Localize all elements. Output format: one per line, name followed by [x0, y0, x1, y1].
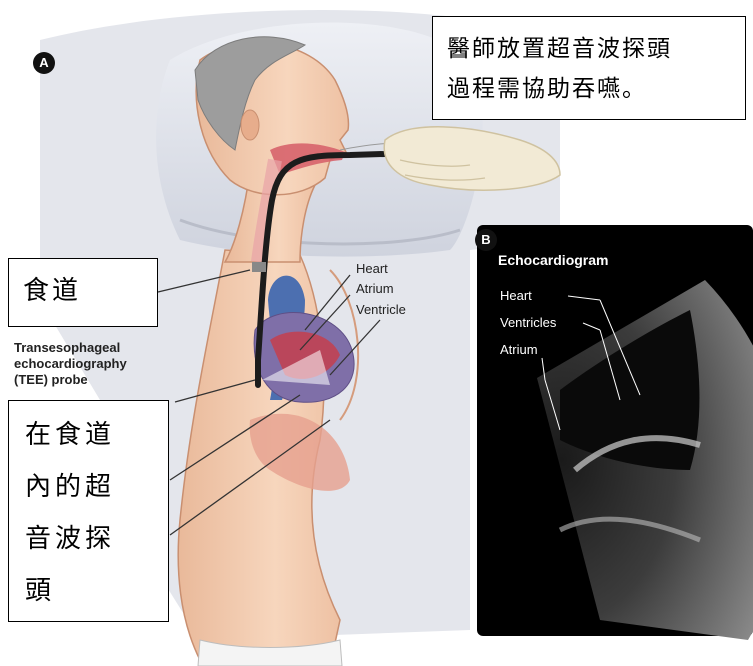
label-ventricle: Ventricle: [356, 302, 406, 317]
panel-b-badge: B: [475, 229, 497, 251]
probe-note-box: 在食道 內的超 音波探 頭: [8, 400, 169, 622]
tee-label-line-2: echocardiography: [14, 356, 174, 372]
procedure-note-box: 醫師放置超音波探頭 過程需協助吞嚥。: [432, 16, 746, 120]
echo-label-ventricles: Ventricles: [500, 315, 556, 330]
probe-note-line-2: 內的超: [25, 461, 152, 513]
label-heart: Heart: [356, 261, 388, 276]
probe-note-line-3: 音波探: [25, 513, 152, 565]
echo-label-atrium: Atrium: [500, 342, 538, 357]
tee-label-line-1: Transesophageal: [14, 340, 174, 356]
procedure-note-line-2: 過程需協助吞嚥。: [447, 69, 731, 109]
panel-a-badge: A: [33, 52, 55, 74]
procedure-note-line-1: 醫師放置超音波探頭: [447, 29, 731, 69]
esophagus-note-box: 食道: [8, 258, 158, 327]
esophagus-note-text: 食道: [23, 276, 81, 306]
tee-label-line-3: (TEE) probe: [14, 372, 174, 388]
echocardiogram-title: Echocardiogram: [498, 252, 608, 268]
label-atrium: Atrium: [356, 281, 394, 296]
probe-note-line-4: 頭: [25, 565, 152, 617]
tee-probe-label: Transesophageal echocardiography (TEE) p…: [14, 340, 174, 388]
echo-label-heart: Heart: [500, 288, 532, 303]
ear: [241, 110, 259, 140]
probe-note-line-1: 在食道: [25, 409, 152, 461]
